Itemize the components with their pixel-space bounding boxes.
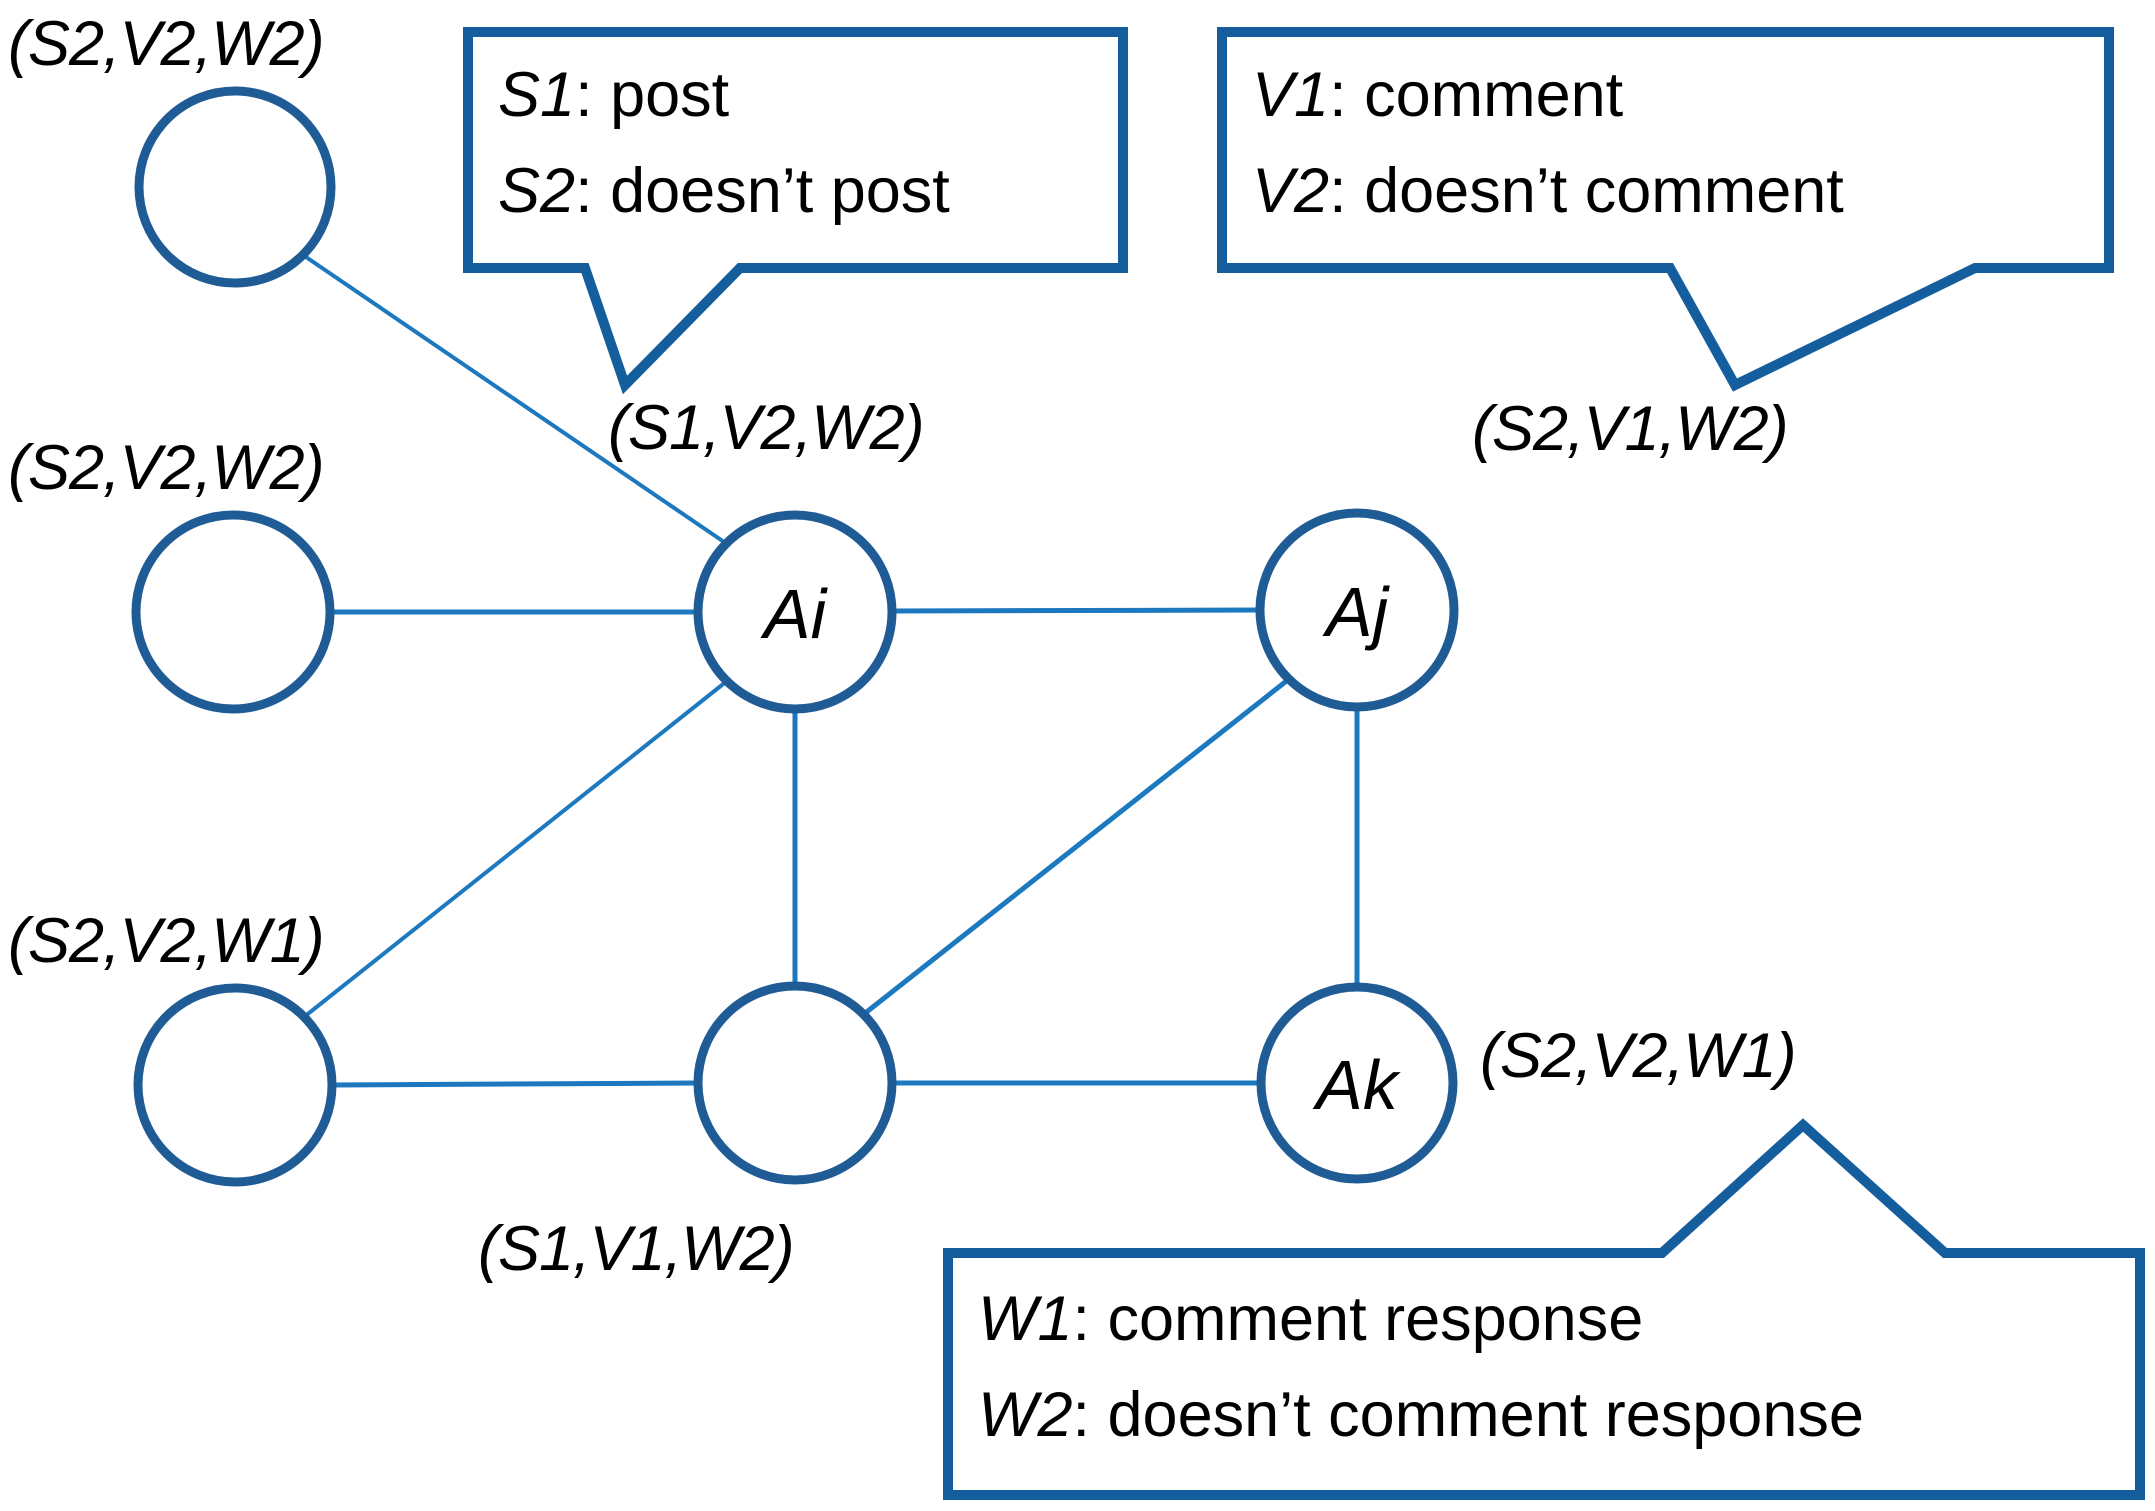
node-bottom-center[interactable] [693,981,897,1185]
callout-v-shape [1217,27,2114,392]
callout-s-key-2: S2 [498,155,576,226]
node-label-ai: Ai [760,575,829,653]
callout-v-key-1: V1 [1252,60,1330,130]
callout-s-shape [463,27,1128,395]
callout-w-text: W1: comment response W2: doesn’t comment… [978,1272,1864,1464]
callout-v-sep-2: : [1329,155,1365,226]
callout-s-value-1: post [610,60,730,130]
state-label-bottom-left: (S2,V2,W1) [8,906,325,976]
callout-s-text: S1: post S2: doesn’t post [498,48,950,240]
callout-w-key-1: W1 [978,1284,1073,1354]
node-group: Ai Aj Ak [131,86,1459,1187]
edge-group [301,253,1360,1088]
state-label-top-left: (S2,V2,W2) [8,9,325,79]
callout-s-line-1: S1: post [498,48,950,144]
edge-bottom-left-to-bottom-center [331,1080,699,1088]
callout-w-key-2: W2 [978,1379,1073,1450]
node-label-aj: Aj [1322,573,1391,651]
callout-s-sep-2: : [575,155,611,226]
node-bottom-left[interactable] [133,983,337,1187]
callout-w-shape [943,1118,2145,1500]
node-top-left[interactable] [134,86,336,288]
callout-w-sep-2: : [1072,1379,1108,1450]
callout-v-key-2: V2 [1252,155,1330,226]
callout-v-text: V1: comment V2: doesn’t comment [1252,48,1844,240]
node-label-ak: Ak [1312,1046,1401,1124]
state-label-bottom-center: (S1,V1,W2) [478,1214,795,1284]
edge-bottom-left-to-ai [302,679,729,1019]
node-ai[interactable] [693,510,897,714]
state-label-aj: (S2,V1,W2) [1472,394,1789,464]
state-label-ai: (S1,V2,W2) [608,393,925,463]
state-label-mid-left: (S2,V2,W2) [8,433,325,503]
callout-w-value-1: comment response [1107,1284,1644,1354]
node-aj[interactable] [1255,508,1459,712]
callout-s-value-2: doesn’t post [610,155,950,226]
callout-v-line-2: V2: doesn’t comment [1252,144,1844,240]
callout-s-line-2: S2: doesn’t post [498,144,950,240]
edge-top-left-to-ai [301,253,729,546]
callout-s-sep-1: : [575,60,611,130]
node-ak[interactable] [1256,982,1458,1184]
callout-s-key-1: S1 [498,60,576,130]
callout-w-line-2: W2: doesn’t comment response [978,1368,1864,1464]
callout-w-sep-1: : [1072,1284,1108,1354]
callout-v-line-1: V1: comment [1252,48,1844,144]
node-mid-left[interactable] [131,510,335,714]
callout-v-sep-1: : [1329,60,1365,130]
state-label-ak: (S2,V2,W1) [1480,1021,1797,1091]
callout-w-line-1: W1: comment response [978,1272,1864,1368]
edge-bottom-center-to-aj [862,677,1291,1016]
edge-ai-to-aj [891,607,1261,614]
callout-v-value-1: comment [1364,60,1624,130]
callout-v-value-2: doesn’t comment [1364,155,1844,226]
callout-w-value-2: doesn’t comment response [1107,1379,1864,1450]
